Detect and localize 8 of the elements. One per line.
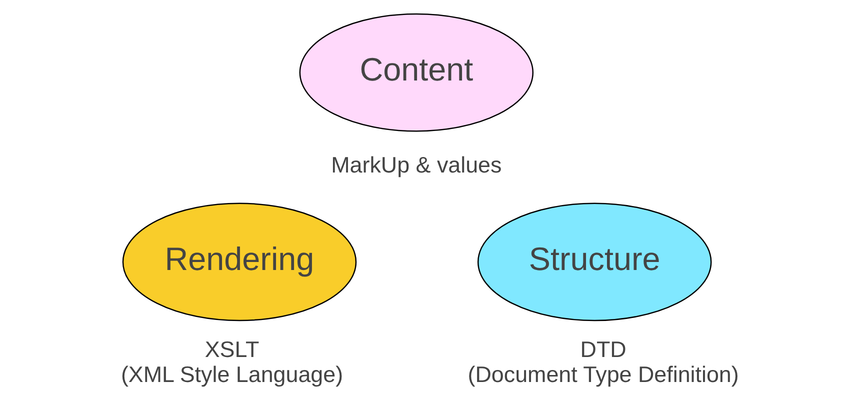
node-label: MarkUp & values bbox=[331, 152, 502, 178]
node-label: DTD bbox=[580, 336, 626, 362]
node-ellipse: Rendering bbox=[122, 202, 357, 321]
node-label: (XML Style Language) bbox=[120, 362, 344, 387]
node-ellipse: Structure bbox=[477, 202, 712, 321]
node-label: (Document Type Definition) bbox=[468, 362, 739, 387]
node-ellipse: Content bbox=[299, 12, 534, 132]
node-label: XSLT bbox=[204, 336, 260, 362]
